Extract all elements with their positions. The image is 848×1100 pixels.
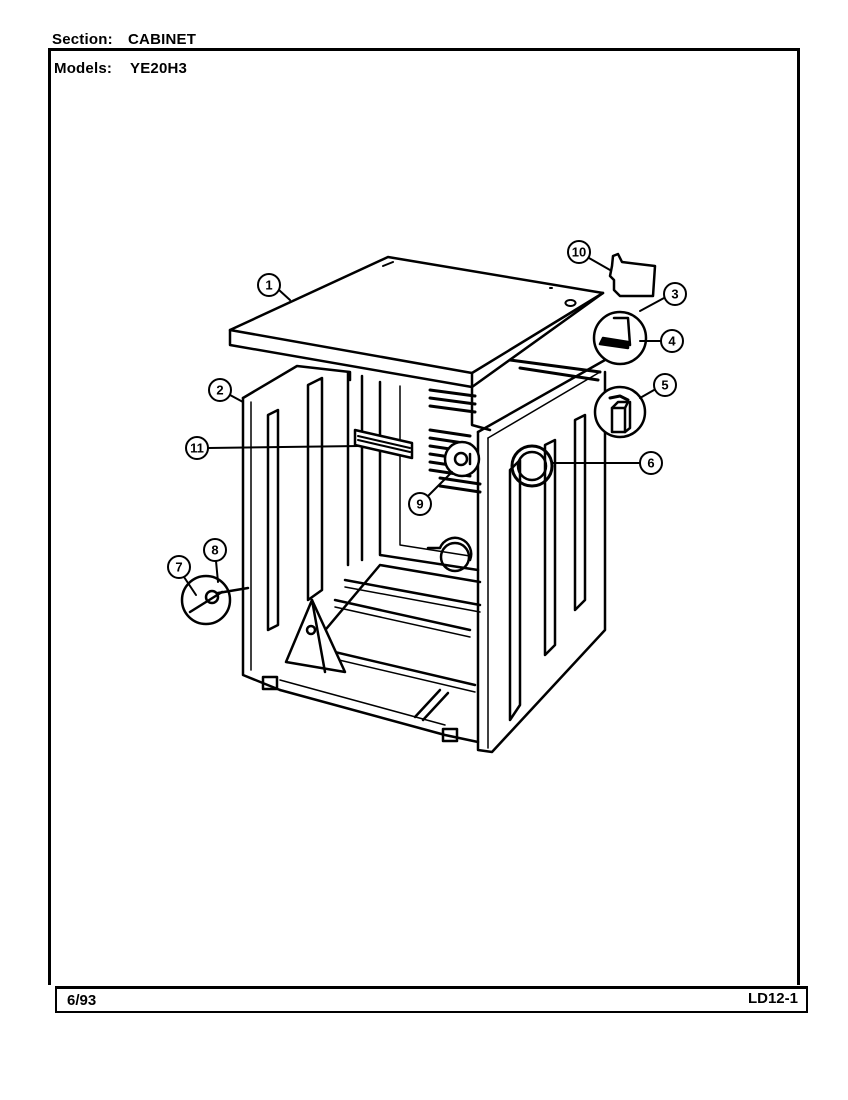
svg-text:2: 2 — [216, 383, 223, 398]
svg-text:6: 6 — [647, 456, 654, 471]
svg-text:5: 5 — [661, 378, 668, 393]
detail-screw-grommet — [180, 574, 250, 626]
svg-text:7: 7 — [175, 560, 182, 575]
callout-10: 10 — [567, 240, 611, 271]
svg-text:8: 8 — [211, 543, 218, 558]
svg-text:10: 10 — [572, 245, 586, 260]
callout-11: 11 — [185, 436, 361, 460]
detail-clip — [593, 385, 647, 439]
models-label: Models: — [54, 60, 113, 77]
cabinet-body — [241, 358, 607, 754]
callout-1: 1 — [257, 273, 291, 301]
detail-switch — [592, 310, 648, 366]
callout-8: 8 — [203, 538, 227, 583]
callout-4: 4 — [639, 329, 684, 353]
models-heading: Models: YE20H3 — [54, 60, 187, 77]
svg-text:1: 1 — [265, 278, 272, 293]
section-heading: Section: CABINET — [52, 31, 196, 48]
footer-doc-code: LD12-1 — [747, 990, 798, 1007]
drawing-frame — [48, 48, 800, 985]
svg-text:4: 4 — [668, 334, 676, 349]
callout-2: 2 — [208, 378, 244, 403]
callout-7: 7 — [167, 555, 197, 596]
top-panel — [228, 255, 605, 389]
svg-text:9: 9 — [416, 497, 423, 512]
callout-5: 5 — [639, 373, 677, 399]
callout-3: 3 — [639, 282, 687, 312]
svg-text:11: 11 — [190, 441, 204, 456]
footer-bar: 6/93 LD12-1 — [55, 986, 808, 1013]
svg-text:3: 3 — [671, 287, 678, 302]
callout-9: 9 — [408, 471, 453, 516]
callouts: 1 2 3 4 5 6 — [167, 240, 687, 596]
cover-plate — [608, 252, 657, 298]
models-value: YE20H3 — [130, 60, 188, 77]
section-value: CABINET — [128, 31, 197, 48]
section-label: Section: — [52, 31, 113, 48]
callout-6: 6 — [551, 451, 663, 475]
detail-rear-fastener — [443, 440, 481, 478]
drum-support-rail — [353, 428, 414, 460]
footer-date: 6/93 — [67, 992, 97, 1009]
